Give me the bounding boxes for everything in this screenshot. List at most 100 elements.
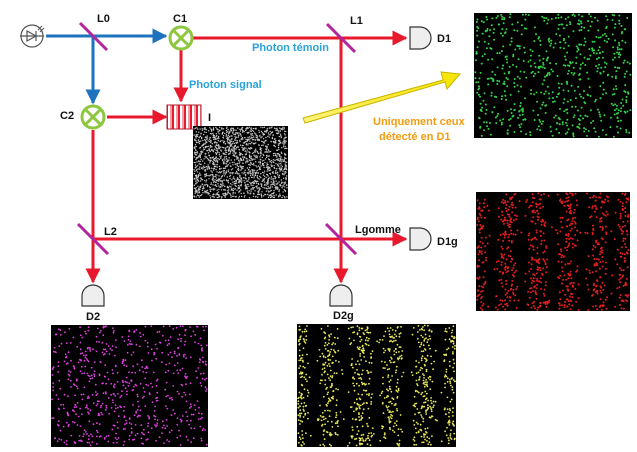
detection-dot <box>85 358 88 360</box>
detection-dot <box>193 404 196 406</box>
detection-dot <box>503 72 506 75</box>
detection-dot <box>530 268 532 270</box>
detection-dot <box>261 162 264 165</box>
detection-dot <box>238 187 241 190</box>
detection-dot <box>215 174 217 176</box>
detection-dot <box>401 375 403 378</box>
detection-dot <box>493 95 496 98</box>
detection-dot <box>554 42 557 45</box>
detection-dot <box>359 346 361 349</box>
detection-dot <box>424 398 427 401</box>
detection-dot <box>530 256 533 259</box>
detection-dot <box>448 360 451 363</box>
detection-dot <box>329 375 332 378</box>
detection-dot <box>476 34 479 37</box>
detection-dot <box>205 136 207 138</box>
detection-dot <box>561 226 564 229</box>
detection-dot <box>153 410 156 412</box>
detection-dot <box>358 397 361 400</box>
detection-dot <box>68 370 70 372</box>
detection-dot <box>140 424 143 426</box>
detection-dot <box>537 306 540 309</box>
detection-dot <box>603 32 606 35</box>
detection-dot <box>238 160 240 162</box>
detection-dot <box>273 127 276 129</box>
detection-dot <box>193 172 195 175</box>
detection-dot <box>591 231 594 234</box>
detection-dot <box>249 164 251 166</box>
detection-dot <box>240 189 242 191</box>
detection-dot <box>599 85 602 88</box>
detection-dot <box>218 152 221 154</box>
detection-dot <box>276 132 278 134</box>
detection-dot <box>552 97 554 99</box>
detection-dot <box>505 283 508 286</box>
detection-dot <box>430 410 433 413</box>
detection-dot <box>527 290 530 293</box>
detection-dot <box>418 361 420 364</box>
detection-dot <box>302 396 305 399</box>
detection-dot <box>563 204 566 207</box>
detection-dot <box>624 214 627 217</box>
detection-dot <box>165 419 168 421</box>
detection-dot <box>539 202 542 205</box>
detection-dot <box>299 420 302 422</box>
detection-dot <box>537 203 540 206</box>
detection-dot <box>627 249 630 252</box>
detection-dot <box>597 29 600 32</box>
detection-dot <box>587 288 590 291</box>
detection-dot <box>211 174 214 176</box>
detection-dot <box>542 63 545 66</box>
detection-dot <box>626 252 629 255</box>
detection-dot <box>200 132 202 134</box>
detection-dot <box>623 59 626 62</box>
detection-dot <box>234 146 236 148</box>
detection-dot <box>196 135 199 138</box>
detection-dot <box>342 418 345 421</box>
detection-dot <box>195 180 197 182</box>
detection-dot <box>626 61 629 64</box>
detection-dot <box>594 199 597 202</box>
detection-dot <box>95 429 98 432</box>
detection-dot <box>151 386 154 388</box>
detection-dot <box>197 185 199 187</box>
detection-dot <box>146 438 149 440</box>
detection-dot <box>181 395 184 398</box>
detection-dot <box>571 284 574 287</box>
detection-dot <box>256 169 258 172</box>
detection-dot <box>542 120 544 123</box>
detection-dot <box>477 81 480 84</box>
detection-dot <box>226 158 228 161</box>
detection-dot <box>425 431 428 434</box>
detection-dot <box>215 133 217 135</box>
detection-dot <box>276 129 279 131</box>
detection-dot <box>272 183 274 186</box>
detection-dot <box>303 340 306 343</box>
detection-dot <box>255 180 258 183</box>
detection-dot <box>300 444 303 446</box>
detection-dot <box>382 347 385 350</box>
detection-dot <box>540 242 543 245</box>
detection-dot <box>567 262 569 265</box>
detection-dot <box>365 438 368 440</box>
detection-dot <box>415 431 418 434</box>
detection-dot <box>199 359 202 361</box>
detection-dot <box>448 408 451 410</box>
detection-dot <box>86 359 89 362</box>
detection-dot <box>427 324 429 327</box>
detection-dot <box>419 423 422 426</box>
detection-dot <box>413 424 416 426</box>
detection-dot <box>278 168 281 170</box>
detection-dot <box>571 285 574 288</box>
detection-dot <box>587 77 590 80</box>
detection-dot <box>614 66 617 69</box>
detection-dot <box>167 339 170 342</box>
detection-dot <box>336 420 339 423</box>
detection-dot <box>237 188 239 190</box>
detection-dot <box>361 373 363 376</box>
detection-dot <box>331 382 333 385</box>
detection-dot <box>221 186 223 188</box>
detection-dot <box>383 397 386 399</box>
detection-dot <box>205 131 207 134</box>
detection-dot <box>596 108 599 111</box>
